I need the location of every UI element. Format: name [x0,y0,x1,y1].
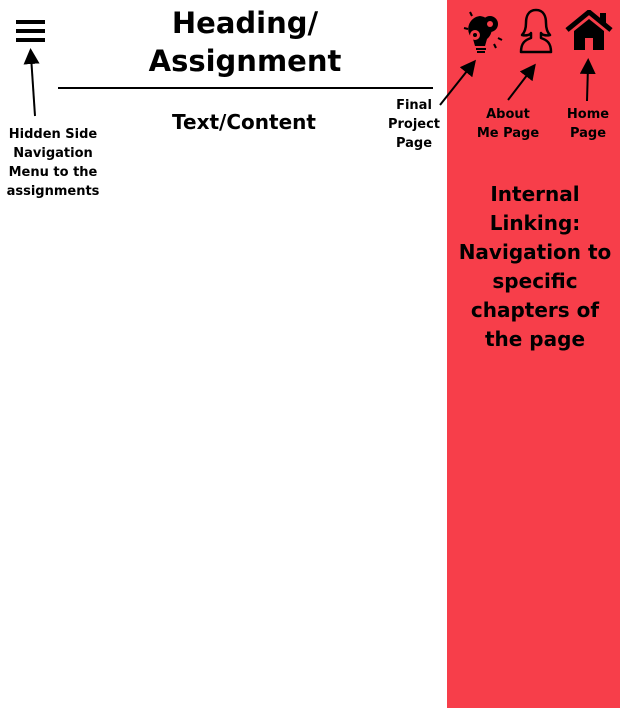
title-line-2: Assignment [148,44,342,78]
person-icon[interactable] [518,8,554,54]
menu-arrow [23,48,40,117]
about-me-arrow [507,63,536,101]
about-me-annotation: About Me Page [476,107,540,141]
title-line-1: Heading/ [171,6,319,40]
lightbulb-gears-icon[interactable] [460,8,508,54]
home-annotation: Home Page [566,107,610,141]
house-icon[interactable] [564,10,614,52]
final-project-annotation: Final Project Page [387,98,441,151]
content-placeholder: Text/Content [172,110,316,134]
hamburger-icon[interactable] [16,18,46,44]
home-arrow [579,58,596,102]
menu-annotation: Hidden Side Navigation Menu to the assig… [6,127,100,199]
final-project-arrow [439,59,476,106]
page-title: Heading/ Assignment [130,4,360,80]
internal-links-sidebar [447,0,620,708]
internal-linking-annotation: Internal Linking: Navigation to specific… [458,182,612,351]
